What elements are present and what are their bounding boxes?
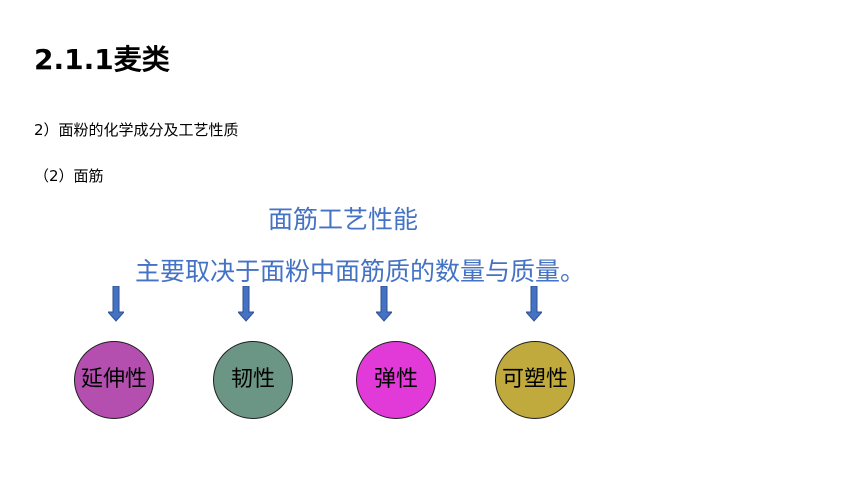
property-label: 可塑性 [501, 367, 568, 392]
down-arrow-icon [376, 286, 392, 322]
subsection-subtitle: （2）面筋 [34, 167, 104, 185]
slide-heading: 2.1.1麦类 [34, 43, 170, 76]
down-arrow-icon [238, 286, 254, 322]
gluten-property-description: 主要取决于面粉中面筋质的数量与质量。 [135, 257, 586, 286]
property-circle-plasticity: 可塑性 [495, 341, 575, 419]
gluten-property-title: 面筋工艺性能 [268, 205, 419, 234]
property-label: 弹性 [373, 367, 418, 392]
property-label: 延伸性 [80, 367, 147, 392]
property-label: 韧性 [230, 367, 275, 392]
property-circle-toughness: 韧性 [213, 341, 293, 419]
property-circle-elasticity: 弹性 [356, 341, 436, 419]
down-arrow-icon [108, 286, 124, 322]
down-arrow-icon [526, 286, 542, 322]
property-circle-extensibility: 延伸性 [74, 341, 154, 419]
section-subtitle: 2）面粉的化学成分及工艺性质 [34, 121, 239, 139]
